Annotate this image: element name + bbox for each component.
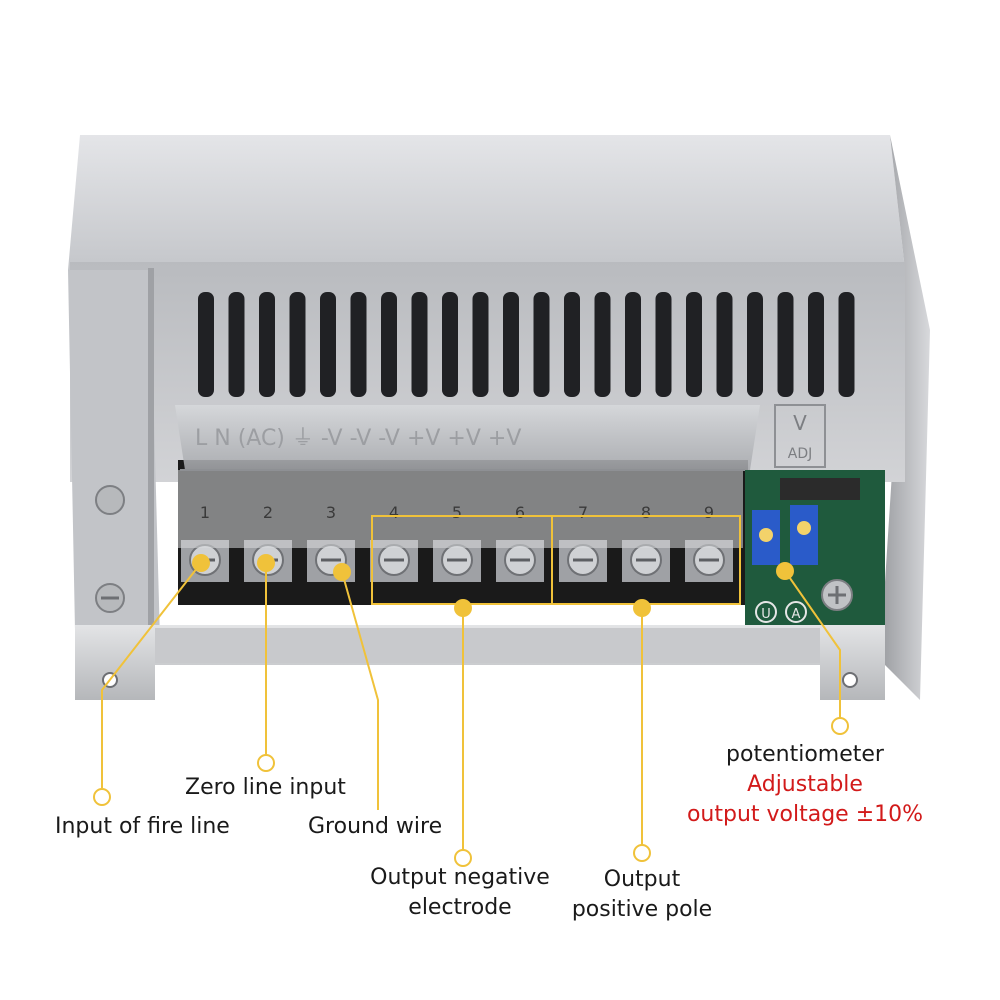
adj-label-bottom: ADJ xyxy=(788,446,813,462)
vent-slot xyxy=(625,292,641,397)
vent-slot xyxy=(777,292,794,397)
terminal-number: 6 xyxy=(515,503,525,522)
terminal-number: 4 xyxy=(389,503,399,522)
vent-slot xyxy=(808,292,824,397)
label-potentiometer: potentiometer Adjustable output voltage … xyxy=(680,740,930,830)
v-adj-box xyxy=(774,404,826,468)
vent-slot xyxy=(228,292,245,397)
terminal-cover xyxy=(175,405,760,470)
vent-slot xyxy=(564,292,580,397)
label-output-positive-line2: positive pole xyxy=(571,897,713,922)
callout-dots xyxy=(192,554,794,617)
vent-slots xyxy=(198,292,855,397)
vent-slot xyxy=(472,292,489,397)
terminal-number: 1 xyxy=(200,503,210,522)
vent-slot xyxy=(655,292,672,397)
terminal-number: 9 xyxy=(704,503,714,522)
callout-lines xyxy=(101,562,841,850)
vent-slot xyxy=(594,292,611,397)
vent-slot xyxy=(198,292,214,397)
terminal-numbers: 1 2 3 4 5 6 7 8 9 xyxy=(200,503,714,522)
terminal-number: 8 xyxy=(641,503,651,522)
label-zero-line-input: Zero line input xyxy=(185,775,346,800)
label-potentiometer-title: potentiometer xyxy=(726,742,884,767)
label-output-positive: Output positive pole xyxy=(562,865,722,925)
label-output-negative-line1: Output negative xyxy=(370,865,550,890)
label-output-negative-line2: electrode xyxy=(408,895,512,920)
terminal-number: 5 xyxy=(452,503,462,522)
vent-slot xyxy=(442,292,458,397)
case-top-panel xyxy=(68,135,905,270)
vent-slot xyxy=(838,292,855,397)
led-label-u: U xyxy=(761,607,771,622)
case-left-rim xyxy=(68,270,160,640)
vent-slot xyxy=(381,292,397,397)
label-fire-line-input: Input of fire line xyxy=(55,814,230,839)
vent-slot xyxy=(350,292,367,397)
vent-slot xyxy=(320,292,336,397)
adj-label-top: V xyxy=(793,411,807,435)
vent-slot xyxy=(259,292,275,397)
vent-slot xyxy=(533,292,550,397)
label-ground-wire: Ground wire xyxy=(308,814,443,839)
vent-slot xyxy=(747,292,763,397)
led-label-a: A xyxy=(792,607,801,622)
label-potentiometer-line1: Adjustable xyxy=(747,772,863,797)
vent-slot xyxy=(686,292,702,397)
label-potentiometer-line2: output voltage ±10% xyxy=(686,802,924,827)
vent-slot xyxy=(411,292,428,397)
terminal-number: 7 xyxy=(578,503,588,522)
vent-slot xyxy=(503,292,519,397)
terminal-number: 2 xyxy=(263,503,273,522)
label-output-negative: Output negative electrode xyxy=(355,863,565,923)
terminal-number: 3 xyxy=(326,503,336,522)
vent-slot xyxy=(716,292,733,397)
vent-slot xyxy=(289,292,306,397)
cover-markings: L N (AC) ⏚ -V -V -V +V +V +V xyxy=(195,426,521,451)
callout-end-circles xyxy=(93,717,849,867)
label-output-positive-line1: Output xyxy=(603,867,681,892)
